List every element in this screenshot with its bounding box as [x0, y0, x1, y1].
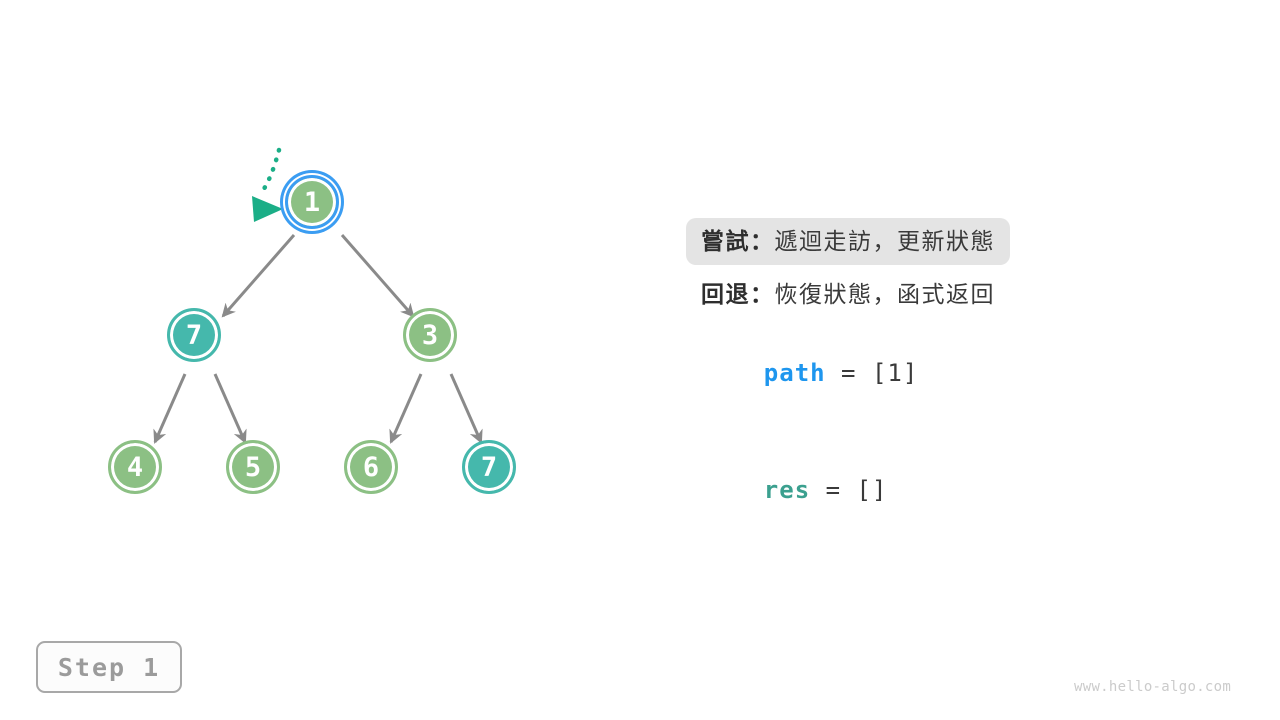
tree-node-4: 4 [108, 440, 162, 494]
current-pointer-icon [252, 147, 283, 222]
edge-7-5 [213, 373, 247, 444]
try-label: 嘗試： [701, 228, 775, 254]
back-label: 回退： [701, 281, 775, 307]
try-text: 遞迴走訪，更新狀態 [774, 228, 995, 254]
node-value: 1 [303, 186, 321, 218]
res-variable-name: res [763, 476, 811, 504]
tree-node-5: 5 [226, 440, 280, 494]
tree-node-3: 3 [403, 308, 457, 362]
edge-7-4 [153, 373, 187, 444]
node-value: 4 [126, 451, 144, 483]
step-badge: Step 1 [36, 641, 182, 693]
node-value: 7 [480, 451, 498, 483]
path-variable-line: path = [1] [702, 333, 918, 414]
edge-1-7 [221, 234, 296, 318]
node-value: 6 [362, 451, 380, 483]
tree-node-1-current: 1 [285, 175, 339, 229]
edge-1-3 [340, 234, 415, 318]
back-text: 恢復狀態，函式返回 [774, 281, 995, 307]
res-variable-line: res = [] [702, 450, 887, 531]
node-value: 7 [185, 319, 203, 351]
tree-node-7-left: 7 [167, 308, 221, 362]
path-variable-name: path [763, 359, 826, 387]
res-variable-value: = [] [810, 476, 888, 504]
back-annotation: 回退：恢復狀態，函式返回 [701, 281, 995, 308]
path-variable-value: = [1] [825, 359, 919, 387]
edge-3-6 [389, 373, 423, 444]
step-label: Step 1 [57, 652, 161, 682]
watermark: www.hello-algo.com [1074, 679, 1232, 695]
node-value: 3 [421, 319, 439, 351]
node-value: 5 [244, 451, 262, 483]
try-annotation: 嘗試：遞迴走訪，更新狀態 [686, 218, 1010, 265]
edge-3-7 [449, 373, 483, 444]
tree-node-6: 6 [344, 440, 398, 494]
tree-node-7-leaf: 7 [462, 440, 516, 494]
